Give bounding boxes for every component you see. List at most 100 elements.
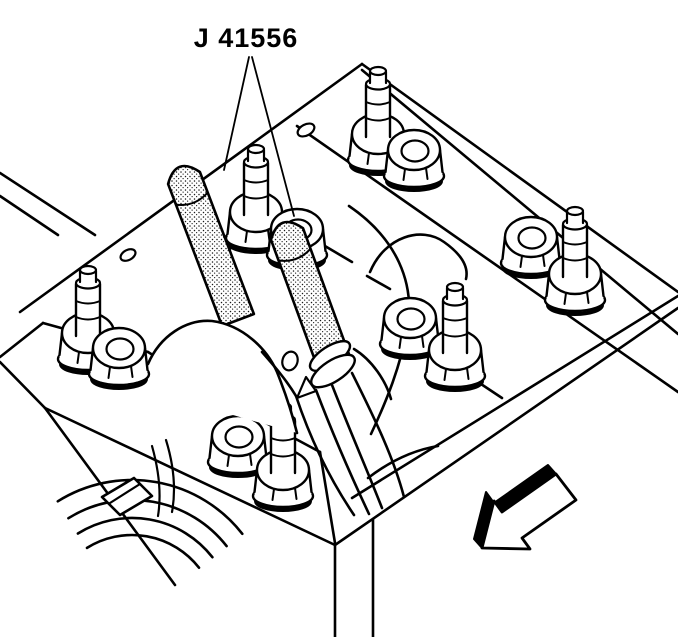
nut-hex-facet-left	[402, 168, 406, 181]
nut-hex-facet-left	[76, 351, 80, 364]
tool-callout: J 41556	[194, 23, 297, 217]
stud-fill	[443, 300, 467, 354]
nut-flange-shadow	[385, 180, 443, 192]
rod-beam-line-2	[330, 383, 384, 510]
rod-edge-right	[350, 371, 406, 499]
nut-bore	[224, 425, 254, 449]
stud-and-nut-left	[56, 264, 120, 375]
nut-hex-facet-right	[294, 487, 298, 500]
connecting-rod	[260, 347, 406, 517]
counterweight-top	[368, 233, 468, 281]
crankcase-interior	[146, 319, 299, 518]
crank-arc-3	[76, 516, 214, 559]
stud-thread-band-1	[75, 316, 101, 321]
crank-counterweight-front-fill	[148, 320, 297, 433]
flange-nut-left	[87, 326, 151, 390]
guide-pin-left-cap-line	[175, 191, 209, 206]
stud-fill	[366, 84, 390, 138]
rail-outer-edge-left	[43, 406, 337, 547]
deck-outer-edge-top-right	[360, 62, 678, 294]
nut-bore	[396, 307, 426, 331]
interior-edge-b	[0, 194, 60, 237]
crank-arc-4	[85, 533, 201, 569]
nut-hex-facet-left	[107, 366, 111, 379]
stud-tip-top	[78, 264, 98, 276]
callout-leader-1	[223, 56, 250, 171]
collar-clip	[295, 375, 318, 400]
stud-and-nut-center	[423, 281, 487, 392]
stud-thread-band-1	[562, 257, 588, 262]
nut-hex-facet-right	[466, 367, 470, 380]
nut-hex-facet-left	[271, 488, 275, 501]
nut-hex-facet-left	[563, 292, 567, 305]
nut-hex-facet-left	[226, 454, 230, 467]
stud-fill	[244, 162, 268, 216]
bearing-pad-edge-2b	[318, 450, 337, 545]
crankshaft-snout	[56, 476, 244, 569]
stud-thread-band-1	[270, 453, 296, 458]
nut-flange-shadow	[546, 304, 604, 316]
flange-nut-rear-right	[382, 128, 446, 192]
stud-fill	[76, 283, 100, 337]
counterweight-shade-arc-2	[164, 438, 176, 514]
crank-counterweight-front	[146, 319, 299, 435]
nut-hex-facet-right	[425, 167, 429, 180]
stud-and-nut-right	[543, 205, 607, 316]
nut-hex-facet-right	[249, 453, 253, 466]
stud-tip-top	[368, 65, 388, 77]
cylinder-bore-arc	[366, 444, 440, 480]
stud-fill	[271, 420, 295, 474]
rod-shoulder-right	[352, 347, 393, 401]
nut-hex-facet-right	[421, 335, 425, 348]
stud-tip-top	[565, 205, 585, 217]
callout-leader-2	[251, 56, 295, 217]
nut-hex-facet-left	[443, 368, 447, 381]
rail-outer-cap-left	[0, 360, 47, 410]
stud-thread-band-2	[562, 241, 588, 246]
crank-arc-2	[67, 498, 228, 548]
stud-thread-band-2	[270, 437, 296, 442]
guide-pin-left-layer	[166, 164, 256, 328]
nut-hex-facet-left	[519, 255, 523, 268]
stud-tip-top	[445, 281, 465, 293]
nut-hex-facet-right	[130, 365, 134, 378]
guide-pin-left	[166, 164, 256, 328]
rod-collar	[295, 339, 356, 400]
nut-bore	[105, 337, 135, 361]
crank-key-tab	[100, 476, 154, 517]
stud-thread-band-2	[442, 317, 468, 322]
stud-thread-band-1	[442, 333, 468, 338]
nut-bore	[517, 226, 547, 250]
nut-hex-facet-right	[542, 254, 546, 267]
nut-hex-facet-left	[398, 336, 402, 349]
deck-ledge-top-right	[360, 68, 678, 336]
nut-flange-shadow	[254, 500, 312, 512]
rod-edge-left	[294, 394, 356, 517]
stud-tip-top	[246, 143, 266, 155]
deck-bolt-hole-left	[119, 248, 137, 262]
crank-key-tab-edge	[108, 482, 142, 505]
direction-arrow-icon	[473, 464, 578, 551]
stud-thread-band-1	[365, 117, 391, 122]
nut-flange-shadow	[426, 380, 484, 392]
bulkhead2-edge-a	[365, 274, 392, 291]
guide-pin-right-cap-line	[278, 248, 312, 262]
nut-flange-shadow	[90, 378, 148, 390]
nut-hex-facet-right	[586, 291, 590, 304]
direction-arrow-face	[480, 472, 578, 551]
rod-boss-hole	[281, 350, 299, 372]
ledge-bottom-right-edge	[350, 294, 678, 500]
stud-fill	[563, 224, 587, 278]
deck-bottom-right-edge	[333, 306, 678, 547]
counterweight-shade-arc-1	[150, 444, 161, 518]
rod-shoulder-left	[260, 350, 298, 398]
nut-hex-facet-left	[244, 230, 248, 243]
rod-beam-line-1	[314, 388, 371, 516]
main-bearing-fasteners	[56, 65, 607, 512]
rail-end-cap-left	[0, 321, 45, 359]
nut-bore	[400, 139, 430, 163]
crank-arc-1	[56, 478, 244, 536]
stud-thread-band-1	[243, 195, 269, 200]
nut-hex-facet-left	[366, 152, 370, 165]
